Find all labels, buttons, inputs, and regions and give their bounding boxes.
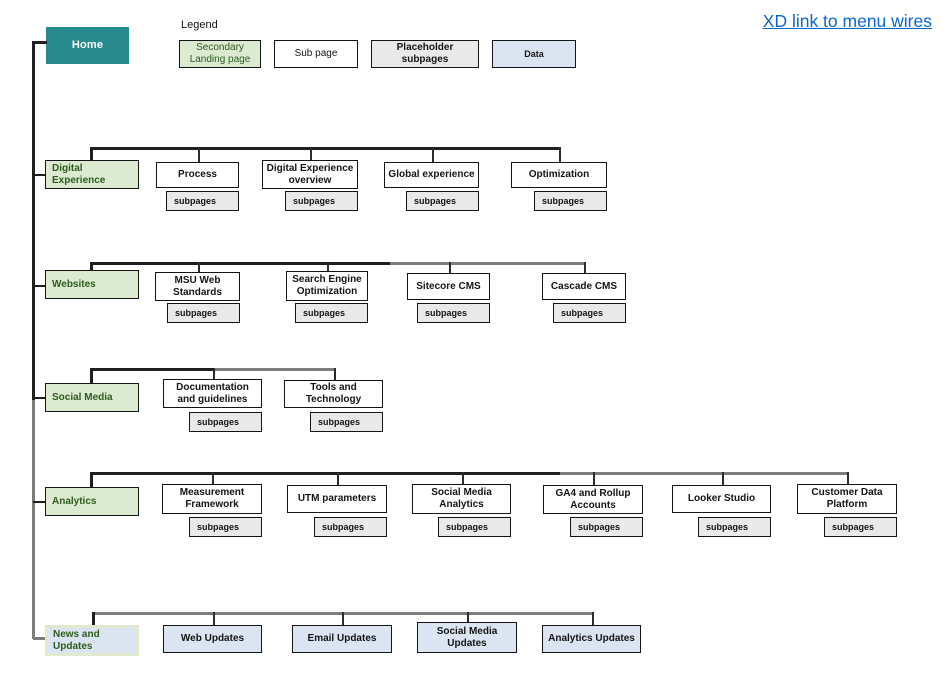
legend-item-sub-page: Sub page <box>274 40 358 68</box>
legend-title: Legend <box>181 19 218 31</box>
node-looker-studio: Looker Studio <box>672 485 771 513</box>
connector-line <box>33 501 45 503</box>
connector-line <box>215 368 336 371</box>
node-analytics-updates: Analytics Updates <box>542 625 641 653</box>
connector-line <box>198 262 200 272</box>
node-optimization: Optimization <box>511 162 607 188</box>
node-digital-experience-overview: Digital Experience overview <box>262 160 358 189</box>
node-customer-data-platform: Customer Data Platform <box>797 484 897 514</box>
connector-line <box>33 174 45 176</box>
node-email-updates: Email Updates <box>292 625 392 653</box>
connector-line <box>33 397 45 399</box>
connector-line <box>337 472 339 485</box>
connector-line <box>334 368 336 380</box>
connector-line <box>467 612 469 622</box>
connector-line <box>90 147 561 150</box>
connector-line <box>198 147 200 162</box>
connector-line <box>310 147 312 160</box>
connector-line <box>213 612 215 625</box>
node-search-engine-optimization: Search Engine Optimization <box>286 271 368 301</box>
subpages-placeholder: subpages <box>295 303 373 328</box>
connector-line <box>432 147 434 162</box>
section-news-and-updates: News and Updates <box>45 625 139 656</box>
node-cascade-cms: Cascade CMS <box>542 273 626 300</box>
subpages-placeholder: subpages <box>438 517 516 542</box>
connector-line <box>847 472 849 484</box>
connector-line <box>90 262 93 270</box>
connector-line <box>592 612 594 625</box>
section-websites: Websites <box>45 270 139 299</box>
connector-line <box>327 262 329 271</box>
subpages-placeholder: subpages <box>189 517 267 542</box>
subpages-placeholder: subpages <box>417 303 495 328</box>
node-social-media-updates: Social Media Updates <box>417 622 517 653</box>
node-process: Process <box>156 162 239 188</box>
subpages-placeholder: subpages <box>570 517 648 542</box>
node-msu-web-standards: MSU Web Standards <box>155 272 240 301</box>
node-global-experience: Global experience <box>384 162 479 188</box>
node-home: Home <box>46 27 129 64</box>
connector-line <box>90 368 215 371</box>
node-documentation-and-guidelines: Documentation and guidelines <box>163 379 262 408</box>
node-sitecore-cms: Sitecore CMS <box>407 273 490 300</box>
connector-line <box>33 285 45 287</box>
subpages-placeholder: subpages <box>167 303 245 328</box>
legend-item-placeholder-subpages: Placeholder subpages <box>371 40 479 68</box>
node-social-media-analytics: Social Media Analytics <box>412 484 511 514</box>
section-analytics: Analytics <box>45 487 139 516</box>
connector-line <box>593 472 595 485</box>
connector-line <box>342 612 344 625</box>
subpages-placeholder: subpages <box>166 191 244 216</box>
connector-line <box>462 472 464 484</box>
connector-line <box>213 368 215 379</box>
connector-line <box>90 472 560 475</box>
connector-line <box>90 147 93 160</box>
connector-line <box>90 472 93 487</box>
subpages-placeholder: subpages <box>310 412 388 437</box>
connector-line <box>212 472 214 484</box>
connector-line <box>560 472 849 475</box>
subpages-placeholder: subpages <box>698 517 776 542</box>
subpages-placeholder: subpages <box>553 303 631 328</box>
connector-line <box>90 262 390 265</box>
subpages-placeholder: subpages <box>824 517 902 542</box>
subpages-placeholder: subpages <box>406 191 484 216</box>
node-utm-parameters: UTM parameters <box>287 485 387 513</box>
subpages-placeholder: subpages <box>314 517 392 542</box>
connector-line <box>584 262 586 273</box>
connector-line <box>559 147 561 162</box>
connector-line <box>32 400 35 639</box>
node-tools-and-technology: Tools and Technology <box>284 380 383 408</box>
node-ga4-and-rollup-accounts: GA4 and Rollup Accounts <box>543 485 643 514</box>
connector-line <box>449 262 451 273</box>
connector-line <box>90 368 93 383</box>
subpages-placeholder: subpages <box>189 412 267 437</box>
connector-line <box>33 41 47 44</box>
connector-line <box>390 262 586 265</box>
section-digital-experience: Digital Experience <box>45 160 139 189</box>
node-measurement-framework: Measurement Framework <box>162 484 262 514</box>
subpages-placeholder: subpages <box>285 191 363 216</box>
subpages-placeholder: subpages <box>534 191 612 216</box>
legend-item-data: Data <box>492 40 576 68</box>
legend-item-secondary-landing-page: Secondary Landing page <box>179 40 261 68</box>
connector-line <box>92 612 95 625</box>
connector-line <box>33 637 47 640</box>
connector-line <box>722 472 724 485</box>
connector-line <box>32 41 35 400</box>
section-social-media: Social Media <box>45 383 139 412</box>
node-web-updates: Web Updates <box>163 625 262 653</box>
xd-link[interactable]: XD link to menu wires <box>762 11 932 31</box>
